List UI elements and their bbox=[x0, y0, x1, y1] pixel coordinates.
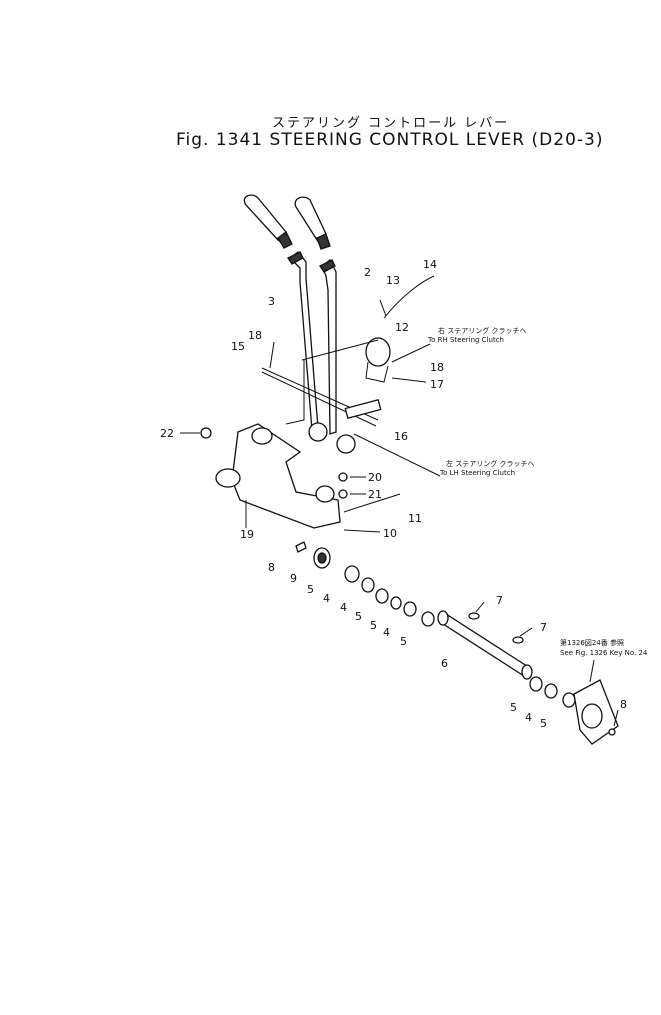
callout-14: 14 bbox=[423, 258, 437, 271]
lever-grip-right bbox=[294, 196, 331, 250]
callout-11: 11 bbox=[408, 512, 422, 525]
callout-21: 21 bbox=[368, 488, 382, 501]
callout-10: 10 bbox=[383, 527, 397, 540]
callout-20: 20 bbox=[368, 471, 382, 484]
figure-title-japanese: ステアリング コントロール レバー bbox=[272, 116, 510, 131]
callout-4c: 4 bbox=[383, 626, 390, 639]
callout-4b: 4 bbox=[340, 601, 347, 614]
note-ref-jp: 第1326図24番 参照 bbox=[560, 638, 624, 647]
link-rod-16 bbox=[261, 371, 377, 427]
clevis-12 bbox=[365, 337, 391, 383]
callout-4a: 4 bbox=[323, 592, 330, 605]
cable-14 bbox=[383, 275, 435, 319]
callout-8b: 8 bbox=[620, 698, 627, 711]
note-lh-en: To LH Steering Clutch bbox=[439, 469, 515, 477]
note-lh-jp: 左 ステアリング クラッチへ bbox=[446, 459, 534, 468]
lever-grip-left bbox=[243, 194, 293, 249]
callout-16: 16 bbox=[394, 430, 408, 443]
callout-13: 13 bbox=[386, 274, 400, 287]
callout-5f: 5 bbox=[540, 717, 547, 730]
callout-5c: 5 bbox=[370, 619, 377, 632]
shaft-6 bbox=[437, 610, 533, 680]
callout-8a: 8 bbox=[268, 561, 275, 574]
bolt-20 bbox=[338, 472, 348, 482]
bearing-housing bbox=[573, 679, 619, 745]
note-rh-jp: 右 ステアリング クラッチへ bbox=[438, 326, 526, 335]
callout-18a: 18 bbox=[248, 329, 262, 342]
cable-11 bbox=[343, 493, 401, 513]
washer-21 bbox=[338, 489, 348, 499]
bushing-stack bbox=[313, 547, 435, 627]
callout-5b: 5 bbox=[355, 610, 362, 623]
callout-2: 2 bbox=[364, 266, 371, 279]
callout-18b: 18 bbox=[430, 361, 444, 374]
callout-17: 17 bbox=[430, 378, 444, 391]
note-ref-en: See Fig. 1326 Key No. 24 bbox=[560, 649, 648, 657]
callout-15: 15 bbox=[231, 340, 245, 353]
grease-fitting-22 bbox=[200, 427, 212, 439]
lever-bracket bbox=[215, 422, 356, 529]
callout-6: 6 bbox=[441, 657, 448, 670]
lever-rod-2 bbox=[319, 259, 337, 435]
callout-7a: 7 bbox=[496, 594, 503, 607]
callout-22: 22 bbox=[160, 427, 174, 440]
callout-5d: 5 bbox=[400, 635, 407, 648]
callout-12: 12 bbox=[395, 321, 409, 334]
figure-title: Fig. 1341 STEERING CONTROL LEVER (D20-3) bbox=[176, 130, 604, 150]
callout-9: 9 bbox=[290, 572, 297, 585]
callout-19: 19 bbox=[240, 528, 254, 541]
callout-3: 3 bbox=[268, 295, 275, 308]
note-rh-en: To RH Steering Clutch bbox=[427, 336, 504, 344]
callout-5a: 5 bbox=[307, 583, 314, 596]
callout-5e: 5 bbox=[510, 701, 517, 714]
callout-7b: 7 bbox=[540, 621, 547, 634]
callout-4d: 4 bbox=[525, 711, 532, 724]
lever-rod-3 bbox=[287, 251, 319, 431]
